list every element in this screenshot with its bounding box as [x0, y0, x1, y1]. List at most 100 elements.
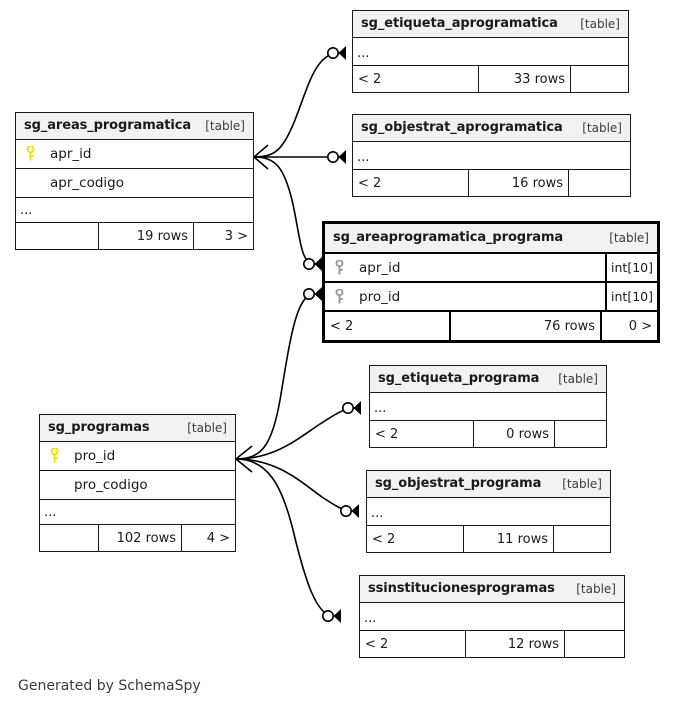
table-name: sg_areas_programatica — [24, 118, 192, 133]
column-type: int[10] — [605, 283, 657, 310]
child-count: 0 > — [600, 312, 657, 340]
more-columns-indicator: ... — [353, 142, 630, 170]
column-name: apr_id — [50, 146, 92, 162]
table-type-tag: [table] — [609, 230, 649, 245]
table-footer: < 2 33 rows — [353, 66, 628, 92]
edge-programas-to-objestrat-programa — [235, 458, 360, 519]
more-columns-indicator: ... — [370, 393, 606, 421]
row-count: 16 rows — [468, 170, 568, 196]
table-footer: < 2 76 rows 0 > — [325, 312, 657, 340]
table-sg_areas_programatica[interactable]: sg_areas_programatica [table] apr_id apr… — [15, 112, 254, 250]
table-name: sg_areaprogramatica_programa — [333, 230, 564, 245]
table-header: sg_objestrat_aprogramatica [table] — [353, 115, 630, 142]
column-row[interactable]: pro_id — [40, 442, 235, 471]
table-footer: < 2 0 rows — [370, 421, 606, 447]
primary-key-icon — [16, 146, 44, 162]
primary-key-icon — [325, 259, 353, 276]
child-count — [554, 421, 606, 447]
more-columns-indicator: ... — [40, 500, 235, 525]
table-sg_etiqueta_aprogramatica[interactable]: sg_etiqueta_aprogramatica [table] ... < … — [352, 10, 629, 93]
table-type-tag: [table] — [187, 420, 227, 435]
table-type-tag: [table] — [558, 371, 598, 386]
table-name: sg_etiqueta_programa — [378, 371, 540, 386]
column-name: pro_id — [359, 288, 401, 305]
column-row[interactable]: pro_id int[10] — [325, 283, 657, 312]
ellipsis-text: ... — [371, 506, 384, 521]
table-header: sg_areaprogramatica_programa [table] — [325, 224, 657, 254]
table-sg_objestrat_aprogramatica[interactable]: sg_objestrat_aprogramatica [table] ... <… — [352, 114, 631, 197]
table-name: sg_objestrat_aprogramatica — [361, 120, 563, 135]
table-footer: 102 rows 4 > — [40, 525, 235, 551]
column-name: pro_id — [74, 448, 116, 464]
parent-count: < 2 — [358, 71, 382, 87]
parent-count: < 2 — [372, 531, 396, 547]
ellipsis-text: ... — [20, 203, 33, 218]
parent-count — [40, 525, 98, 551]
column-row[interactable]: pro_codigo — [40, 471, 235, 500]
child-count — [568, 170, 630, 196]
table-header: sg_etiqueta_programa [table] — [370, 366, 606, 393]
parent-count — [16, 223, 98, 249]
row-count: 11 rows — [463, 526, 553, 552]
table-type-tag: [table] — [562, 476, 602, 491]
crowsfoot-areas-programatica — [253, 144, 269, 170]
edge-areas-to-areaprogramatica-programa — [253, 156, 323, 272]
more-columns-indicator: ... — [353, 38, 628, 66]
table-header: sg_programas [table] — [40, 415, 235, 442]
child-count: 3 > — [193, 223, 253, 249]
row-count: 19 rows — [98, 223, 193, 249]
child-count — [553, 526, 610, 552]
table-header: sg_areas_programatica [table] — [16, 113, 253, 140]
ellipsis-text: ... — [44, 505, 57, 520]
edge-programas-to-areaprogramatica-programa — [235, 286, 323, 460]
more-columns-indicator: ... — [16, 198, 253, 223]
table-name: sg_programas — [48, 420, 150, 435]
table-footer: < 2 16 rows — [353, 170, 630, 196]
edge-programas-to-ssinstitucionesprogramas — [235, 458, 342, 624]
row-count: 102 rows — [98, 525, 181, 551]
more-columns-indicator: ... — [360, 603, 624, 631]
parent-count: < 2 — [330, 318, 354, 334]
edge-areas-to-etiqueta-aprogramatica — [253, 45, 347, 158]
child-count — [570, 66, 628, 92]
table-footer: 19 rows 3 > — [16, 223, 253, 249]
row-count: 0 rows — [473, 421, 554, 447]
more-columns-indicator: ... — [367, 498, 610, 526]
ellipsis-text: ... — [364, 611, 377, 626]
generator-caption: Generated by SchemaSpy — [18, 678, 201, 694]
column-row[interactable]: apr_id int[10] — [325, 254, 657, 283]
column-type: int[10] — [605, 254, 657, 281]
table-sg_etiqueta_programa[interactable]: sg_etiqueta_programa [table] ... < 2 0 r… — [369, 365, 607, 448]
table-sg_areaprogramatica_programa[interactable]: sg_areaprogramatica_programa [table] apr… — [322, 221, 660, 343]
table-sg_programas[interactable]: sg_programas [table] pro_id pro_codigo .… — [39, 414, 236, 552]
edge-areas-to-objestrat-aprogramatica — [254, 149, 347, 165]
table-type-tag: [table] — [582, 120, 622, 135]
column-name: apr_id — [359, 259, 401, 276]
table-type-tag: [table] — [205, 118, 245, 133]
parent-count: < 2 — [365, 636, 389, 652]
parent-count: < 2 — [358, 175, 382, 191]
primary-key-icon — [40, 448, 68, 464]
primary-key-icon — [325, 288, 353, 305]
child-count: 4 > — [181, 525, 235, 551]
table-footer: < 2 12 rows — [360, 631, 624, 657]
table-header: sg_etiqueta_aprogramatica [table] — [353, 11, 628, 38]
table-type-tag: [table] — [580, 16, 620, 31]
table-type-tag: [table] — [576, 581, 616, 596]
table-header: sg_objestrat_programa [table] — [367, 471, 610, 498]
column-name: pro_codigo — [74, 477, 148, 493]
child-count — [564, 631, 624, 657]
table-ssinstitucionesprogramas[interactable]: ssinstitucionesprogramas [table] ... < 2… — [359, 575, 625, 658]
row-count: 76 rows — [449, 312, 600, 340]
table-footer: < 2 11 rows — [367, 526, 610, 552]
ellipsis-text: ... — [374, 401, 387, 416]
table-name: sg_objestrat_programa — [375, 476, 542, 491]
column-row[interactable]: apr_id — [16, 140, 253, 169]
edge-programas-to-etiqueta-programa — [235, 400, 362, 460]
crowsfoot-programas — [235, 445, 253, 473]
column-row[interactable]: apr_codigo — [16, 169, 253, 198]
ellipsis-text: ... — [357, 46, 370, 61]
table-sg_objestrat_programa[interactable]: sg_objestrat_programa [table] ... < 2 11… — [366, 470, 611, 553]
row-count: 12 rows — [465, 631, 564, 657]
